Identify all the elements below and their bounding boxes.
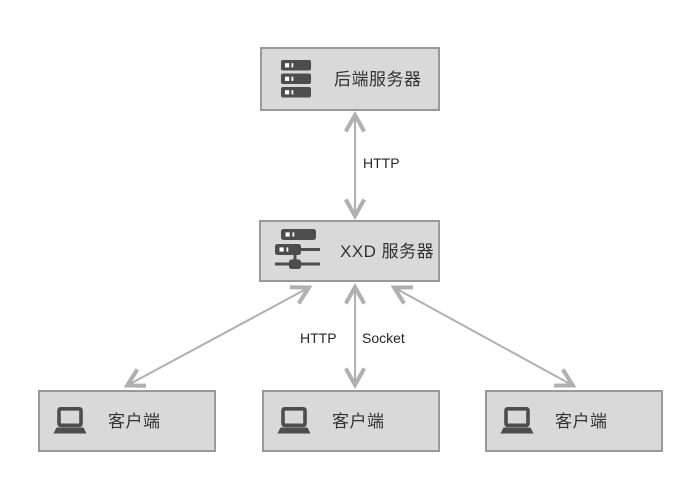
server-rack-icon [281, 60, 311, 98]
edge-label-http-client: HTTP [300, 330, 337, 346]
node-client-middle: 客户端 [262, 390, 440, 452]
laptop-icon [53, 407, 87, 435]
node-label: XXD 服务器 [340, 241, 435, 261]
node-xxd-server: XXD 服务器 [259, 220, 440, 282]
node-label: 客户端 [108, 411, 161, 431]
laptop-icon [277, 407, 311, 435]
node-client-left: 客户端 [38, 390, 216, 452]
node-client-right: 客户端 [485, 390, 663, 452]
edge-xxd-to-client-right [395, 288, 572, 385]
laptop-icon [500, 407, 534, 435]
node-label: 客户端 [555, 411, 608, 431]
network-server-icon [274, 229, 322, 273]
node-backend-server: 后端服务器 [260, 47, 440, 111]
node-label: 客户端 [332, 411, 385, 431]
edge-label-socket-client: Socket [362, 330, 405, 346]
node-label: 后端服务器 [334, 69, 422, 89]
edge-label-http-backend: HTTP [363, 155, 400, 171]
edge-xxd-to-client-left [128, 288, 308, 385]
